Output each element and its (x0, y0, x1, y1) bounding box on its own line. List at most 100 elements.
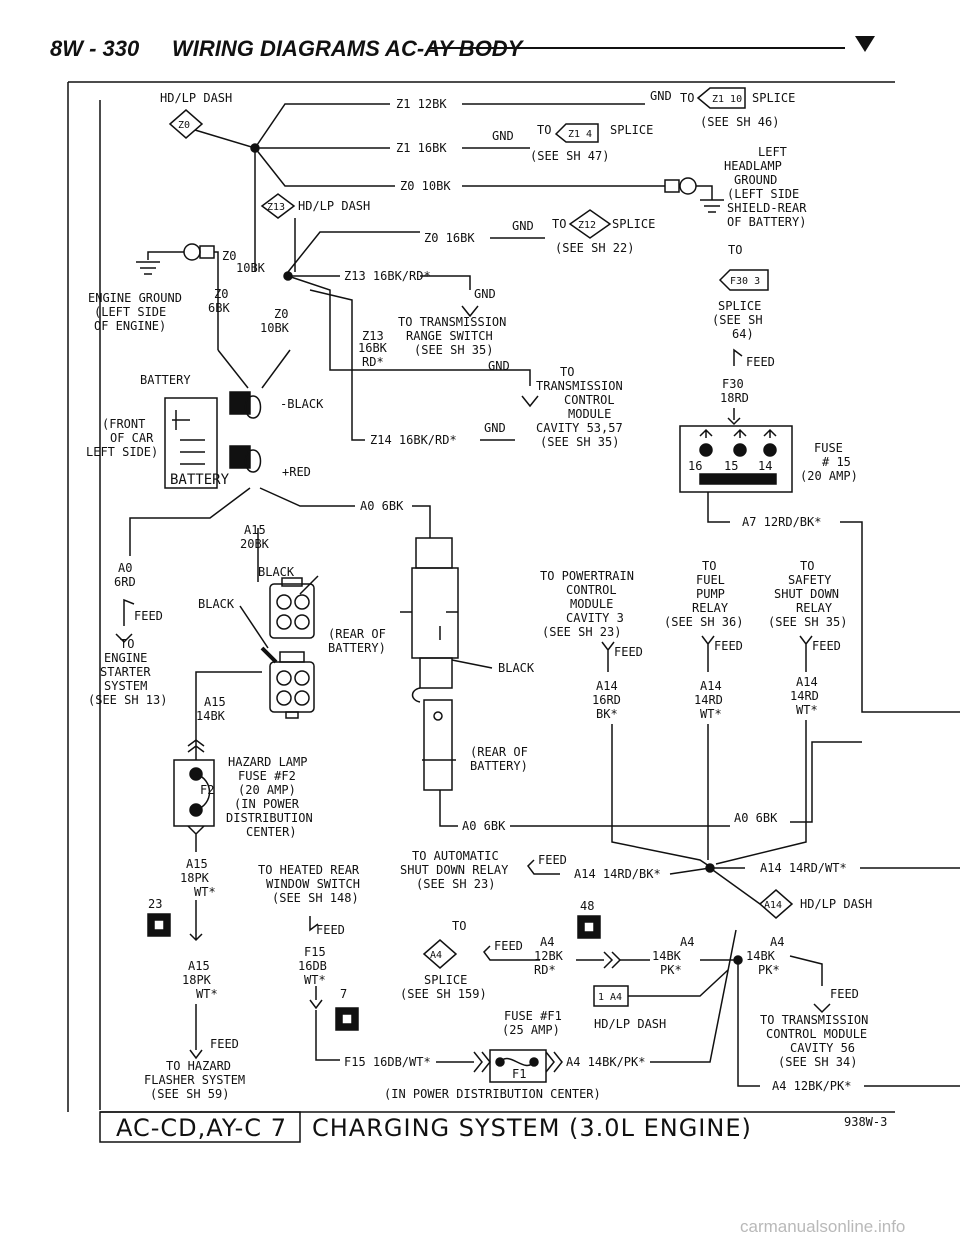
neg-terminal-clamp-icon (244, 395, 262, 419)
svg-text:Z1 4: Z1 4 (568, 129, 592, 140)
a15-14bk-label: A15 14BK (196, 695, 226, 723)
fuse-f1-element-icon (499, 1057, 535, 1067)
to-engine-starter-label: TO ENGINE STARTER SYSTEM (SEE SH 13) (88, 637, 167, 707)
svg-text:WINDOW SWITCH: WINDOW SWITCH (266, 877, 360, 891)
wire-engine-ground (214, 251, 219, 350)
svg-text:(25 AMP): (25 AMP) (502, 1023, 560, 1037)
inline-connector-body (400, 537, 459, 791)
svg-text:Z1 10: Z1 10 (712, 94, 742, 105)
svg-text:Z12: Z12 (578, 220, 596, 231)
svg-text:A4: A4 (540, 935, 554, 949)
svg-text:A14: A14 (700, 679, 722, 693)
black-label-1: BLACK (258, 565, 295, 579)
a7-12rdbk-label: A7 12RD/BK* (742, 515, 821, 529)
feed-arrow-asd-icon (799, 635, 813, 672)
svg-text:BK*: BK* (596, 707, 618, 721)
z14-16bkrd-label: Z14 16BK/RD* (370, 433, 457, 447)
svg-text:(REAR OF: (REAR OF (470, 745, 528, 759)
to-hazard-label: TO HAZARD FLASHER SYSTEM (SEE SH 59) (144, 1059, 245, 1101)
hd-lp-dash-a4-label: HD/LP DASH (594, 1017, 666, 1031)
z0-16bk-label: Z0 16BK (424, 231, 475, 245)
a0-6bk-right-label: A0 6BK (734, 811, 778, 825)
svg-text:TRANSMISSION: TRANSMISSION (536, 379, 623, 393)
fuse15-label: FUSE # 15 (20 AMP) (800, 441, 858, 483)
wire-z0-stub (194, 129, 256, 149)
f15-16db-label: F15 16DB WT* (298, 945, 327, 987)
svg-text:(IN POWER: (IN POWER (234, 797, 300, 811)
hazard-fuse-element-icon (195, 773, 211, 811)
a4-12bkpk-label: A4 12BK/PK* (772, 1079, 851, 1093)
f30-18rd-label: F30 18RD (720, 377, 749, 405)
black-label-3: BLACK (498, 661, 535, 675)
svg-text:(SEE SH 35): (SEE SH 35) (414, 343, 493, 357)
wire-a14-to-a14conn (709, 867, 761, 905)
connector-f1-right-icon (545, 1051, 563, 1073)
svg-text:MODULE: MODULE (568, 407, 611, 421)
splice-box-48-icon (577, 915, 601, 939)
svg-text:A15: A15 (188, 959, 210, 973)
svg-text:CENTER): CENTER) (246, 825, 297, 839)
z13-hd-lp-dash-label: HD/LP DASH (298, 199, 370, 213)
feed-label-f15: FEED (316, 923, 345, 937)
connector-rear-battery-upper (269, 577, 315, 639)
svg-text:14BK: 14BK (746, 949, 776, 963)
black-leader-2 (239, 605, 269, 649)
ground-eyelet-engine (199, 245, 215, 259)
svg-text:18PK: 18PK (182, 973, 212, 987)
connector-z12: Z12 (568, 209, 612, 239)
svg-text:RD*: RD* (534, 963, 556, 977)
n7-label: 7 (340, 987, 347, 1001)
svg-text:(REAR OF: (REAR OF (328, 627, 386, 641)
gnd-label-5: GND (488, 359, 510, 373)
connector-z1-4: Z1 4 (554, 123, 599, 143)
svg-text:F15: F15 (304, 945, 326, 959)
to-tcm56-label: TO TRANSMISSION CONTROL MODULE CAVITY 56… (760, 1013, 868, 1069)
fuse-f1-label: F1 (512, 1067, 526, 1081)
to-a4-label: TO (452, 919, 466, 933)
wire-a0-6bk-b (412, 505, 431, 538)
diagram-frame (67, 81, 895, 1112)
svg-text:Z0: Z0 (274, 307, 288, 321)
svg-text:LEFT: LEFT (758, 145, 787, 159)
to-label-1: TO (680, 91, 694, 105)
wire-a7 (707, 492, 730, 523)
svg-text:A14: A14 (596, 679, 618, 693)
feed-arrow-a4-icon (483, 945, 540, 961)
wire-a0-6bk-right (790, 741, 862, 823)
svg-text:(SEE SH 36): (SEE SH 36) (664, 615, 743, 629)
a15-20bk-label: A15 20BK (240, 523, 270, 551)
feed-label-starter: FEED (134, 609, 163, 623)
rear-of-battery-label: (REAR OF BATTERY) (328, 627, 386, 655)
a4-14bk-label: A4 14BK PK* (652, 935, 694, 977)
hd-lp-dash-label: HD/LP DASH (160, 91, 232, 105)
model-box-text: AC-CD,AY-C 7 (116, 1114, 287, 1142)
svg-text:A0: A0 (118, 561, 132, 575)
feed-label-pcm: FEED (614, 645, 643, 659)
wire-f15 (309, 986, 340, 1061)
svg-text:TO: TO (120, 637, 134, 651)
a0-6bk-label: A0 6BK (360, 499, 404, 513)
ground-symbol-engine-icon (136, 261, 160, 275)
svg-text:64): 64) (732, 327, 754, 341)
pos-terminal-clamp-icon (244, 449, 262, 473)
svg-text:TO: TO (702, 559, 716, 573)
z0-10bk-vertical-label: Z0 10BK (222, 249, 266, 275)
wire-z13-to-gnd (420, 275, 471, 290)
feed-label-f30: FEED (746, 355, 775, 369)
svg-text:16RD: 16RD (592, 693, 621, 707)
svg-text:10BK: 10BK (260, 321, 290, 335)
battery-symbol: BATTERY (164, 397, 230, 489)
svg-text:CAVITY 3: CAVITY 3 (566, 611, 624, 625)
a15-18pk-label-b: A15 18PK WT* (182, 959, 218, 1001)
svg-text:(SEE SH 35): (SEE SH 35) (768, 615, 847, 629)
wire-z1-12bk (254, 103, 390, 149)
see-sh22-label: (SEE SH 22) (555, 241, 634, 255)
front-of-car-label: (FRONT OF CAR LEFT SIDE) (86, 417, 158, 459)
splice-see-sh64-label: SPLICE (SEE SH 64) (712, 299, 763, 341)
svg-text:14BK: 14BK (196, 709, 226, 723)
gnd-arrow-4-icon (461, 305, 479, 318)
svg-text:(LEFT SIDE: (LEFT SIDE (94, 305, 166, 319)
watermark: carmanualsonline.info (740, 1217, 905, 1236)
